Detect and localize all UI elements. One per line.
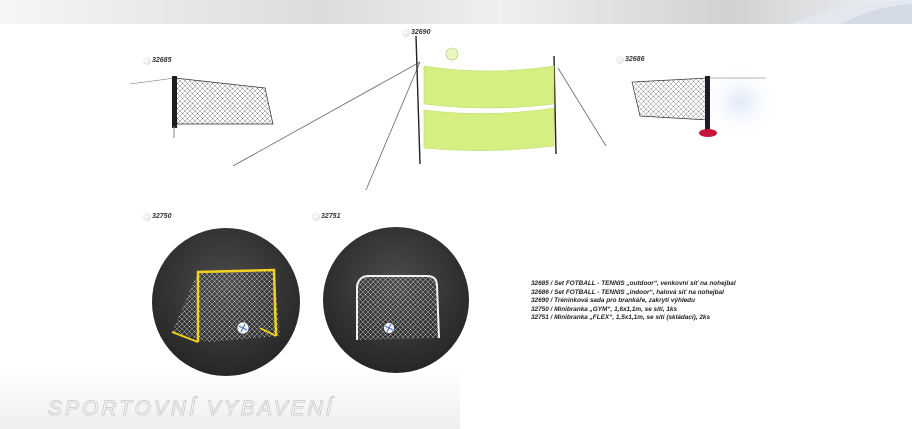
trainer-screen-image bbox=[232, 36, 607, 191]
gym-goal-image bbox=[152, 228, 300, 376]
label-32685: 32685 bbox=[142, 57, 172, 65]
product-line-32751: 32751 / Minibranka „FLEX“, 1,5x1,1m, se … bbox=[531, 314, 711, 321]
product-line-32690: 32690 / Tréninková sada pro brankáře, za… bbox=[531, 297, 695, 304]
product-line-32750: 32750 / Minibranka „GYM“, 1,6x1,1m, se s… bbox=[531, 305, 677, 313]
outdoor-net-image bbox=[129, 76, 274, 138]
label-32686: 32686 bbox=[615, 56, 645, 64]
top-swoosh-decor bbox=[792, 0, 912, 24]
label-32750: 32750 bbox=[142, 213, 172, 221]
indoor-net-image bbox=[631, 64, 776, 140]
section-title: SPORTOVNÍ VYBAVENÍ bbox=[48, 397, 335, 421]
product-list: 32685 / Set FOTBALL - TENNIS „outdoor“, … bbox=[531, 280, 791, 323]
label-32751: 32751 bbox=[311, 213, 341, 221]
bottom-decor-fade bbox=[0, 369, 460, 429]
label-32690: 32690 bbox=[401, 29, 431, 37]
product-line-32685: 32685 / Set FOTBALL - TENNIS „outdoor“, … bbox=[531, 280, 736, 287]
top-decor-band bbox=[0, 0, 912, 24]
product-line-32686: 32686 / Set FOTBALL - TENNIS „indoor“, h… bbox=[531, 288, 724, 296]
flex-goal-image bbox=[323, 227, 469, 373]
